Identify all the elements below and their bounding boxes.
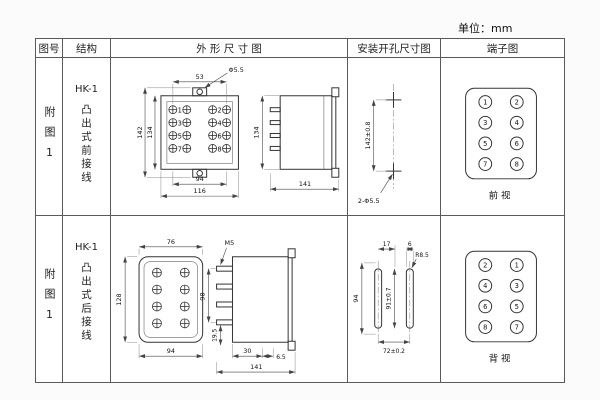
- install-hole-geometry: [371, 84, 402, 194]
- dim-rear-bottom-width: 94: [167, 347, 175, 355]
- terminal-number: 8: [217, 145, 221, 153]
- terminal-number: 8: [515, 161, 519, 169]
- header-fig-no: 图号: [36, 39, 63, 58]
- terminal-number: 4: [483, 282, 487, 290]
- dim-rear-top-width: 76: [167, 237, 175, 245]
- terminal-number: 5: [178, 132, 182, 140]
- dim-side-screw: M5: [225, 238, 235, 246]
- header-structure: 结构: [63, 39, 111, 58]
- install-hole-drawing-row1: 142±0.8 2-Φ5.5: [358, 84, 402, 205]
- cell-structure-row1: HK-1 凸出式前接线: [63, 58, 111, 216]
- dim-front-height-outer: 142: [136, 126, 144, 138]
- terminal-number: 6: [515, 140, 519, 148]
- cell-outline-row1: 53 Φ5.5 142 134 94 116 1 2 3 4 5 6 7 8: [111, 58, 348, 216]
- dim-side-gap: 6.5: [276, 354, 286, 361]
- header-terminal: 端子图: [441, 39, 564, 58]
- terminal-number: 8: [483, 323, 487, 331]
- cell-terminal-row1: 1 3 5 7 2 4 6 8 前视: [441, 58, 564, 216]
- fig-no-label-row1: 附图1: [43, 105, 56, 168]
- terminal-number: 3: [515, 282, 519, 290]
- structure-label-row2: 凸出式后接线: [80, 262, 92, 343]
- dim-front-top-width: 53: [196, 73, 204, 81]
- dim-side-pin: 19.5: [212, 328, 219, 341]
- front-view-geometry: [160, 87, 239, 178]
- cell-install-row2: 17 6 R8.5 94 91±0.7 72±0.2: [348, 216, 441, 382]
- dim-side-depth: 141: [250, 363, 262, 371]
- dim-side-height: 98: [199, 292, 207, 300]
- dim-install-slot-span: 91±0.7: [386, 287, 393, 309]
- structure-label-row1: 凸出式前接线: [80, 104, 92, 185]
- terminal-number: 6: [483, 302, 487, 310]
- dim-front-bottom-outer: 116: [194, 187, 206, 195]
- cell-fig-no-row2: 附图1: [36, 216, 63, 382]
- fig-no-label-row2: 附图1: [43, 268, 56, 330]
- dim-install-offset: 17: [383, 241, 391, 248]
- dim-side-block: 30: [243, 347, 251, 355]
- dim-side-height: 134: [252, 126, 260, 138]
- header-install: 安装开孔尺寸图: [348, 39, 441, 58]
- outline-drawing-row1: 53 Φ5.5 142 134 94 116 1 2 3 4 5 6 7 8: [136, 66, 340, 199]
- rear-view-geometry: [123, 244, 204, 358]
- model-label-row2: HK-1: [75, 242, 98, 253]
- terminal-diagram-geometry: [465, 87, 537, 180]
- install-hole-drawing-row2: 17 6 R8.5 94 91±0.7 72±0.2: [352, 241, 429, 355]
- header-outline: 外 形 尺 寸 图: [111, 39, 348, 58]
- terminal-number: 4: [217, 120, 221, 128]
- cell-terminal-row2: 2 4 6 8 1 3 5 7 背视: [441, 216, 564, 382]
- terminal-number: 2: [483, 261, 487, 269]
- front-view-dimension-lines: [143, 72, 239, 199]
- dim-install-slot-width: 6: [408, 241, 412, 248]
- terminal-number: 2: [217, 107, 221, 115]
- terminal-diagram-row2: 2 4 6 8 1 3 5 7 背视: [465, 250, 537, 364]
- cell-fig-no-row1: 附图1: [36, 58, 63, 216]
- terminal-number: 4: [515, 119, 519, 127]
- side-view-geometry: [206, 247, 296, 374]
- unit-label: 单位：mm: [458, 22, 513, 35]
- terminal-number: 7: [178, 145, 182, 153]
- dim-front-bottom-inner: 94: [196, 175, 204, 183]
- spec-table: 图号 结构 外 形 尺 寸 图 安装开孔尺寸图 端子图 附图1 HK-1 凸出式…: [35, 38, 565, 383]
- dim-install-height: 142±0.8: [364, 122, 372, 150]
- dim-rear-height: 128: [115, 293, 123, 305]
- terminal-number: 1: [178, 107, 182, 115]
- view-label-front: 前视: [489, 189, 514, 201]
- cell-outline-row2: 76 128 94: [111, 216, 348, 382]
- dim-install-holes: 2-Φ5.5: [358, 197, 380, 205]
- dim-install-span: 72±0.2: [383, 347, 405, 354]
- outline-drawing-row2: 76 128 94: [115, 237, 296, 374]
- dim-front-height-inner: 134: [146, 126, 154, 138]
- dim-install-height: 94: [352, 294, 360, 302]
- terminal-number: 7: [515, 323, 519, 331]
- model-label-row1: HK-1: [75, 84, 98, 95]
- cell-structure-row2: HK-1 凸出式后接线: [63, 216, 111, 382]
- view-label-rear: 背视: [489, 352, 514, 364]
- terminal-number: 2: [515, 99, 519, 107]
- dim-side-depth: 141: [299, 180, 311, 188]
- dim-front-hole-dia: Φ5.5: [229, 66, 244, 74]
- dim-install-radius: R8.5: [415, 251, 429, 258]
- terminal-number: 6: [217, 132, 221, 140]
- terminal-diagram-geometry: [465, 250, 537, 342]
- terminal-number: 3: [483, 119, 487, 127]
- terminal-number: 3: [178, 120, 182, 128]
- terminal-number: 1: [483, 99, 487, 107]
- terminal-number: 7: [483, 161, 487, 169]
- terminal-diagram-row1: 1 3 5 7 2 4 6 8 前视: [465, 87, 537, 201]
- cell-install-row1: 142±0.8 2-Φ5.5: [348, 58, 441, 216]
- terminal-number: 5: [515, 302, 519, 310]
- install-hole-geometry: [359, 244, 417, 344]
- terminal-number: 1: [515, 261, 519, 269]
- side-view-geometry: [260, 87, 340, 192]
- terminal-number: 5: [483, 140, 487, 148]
